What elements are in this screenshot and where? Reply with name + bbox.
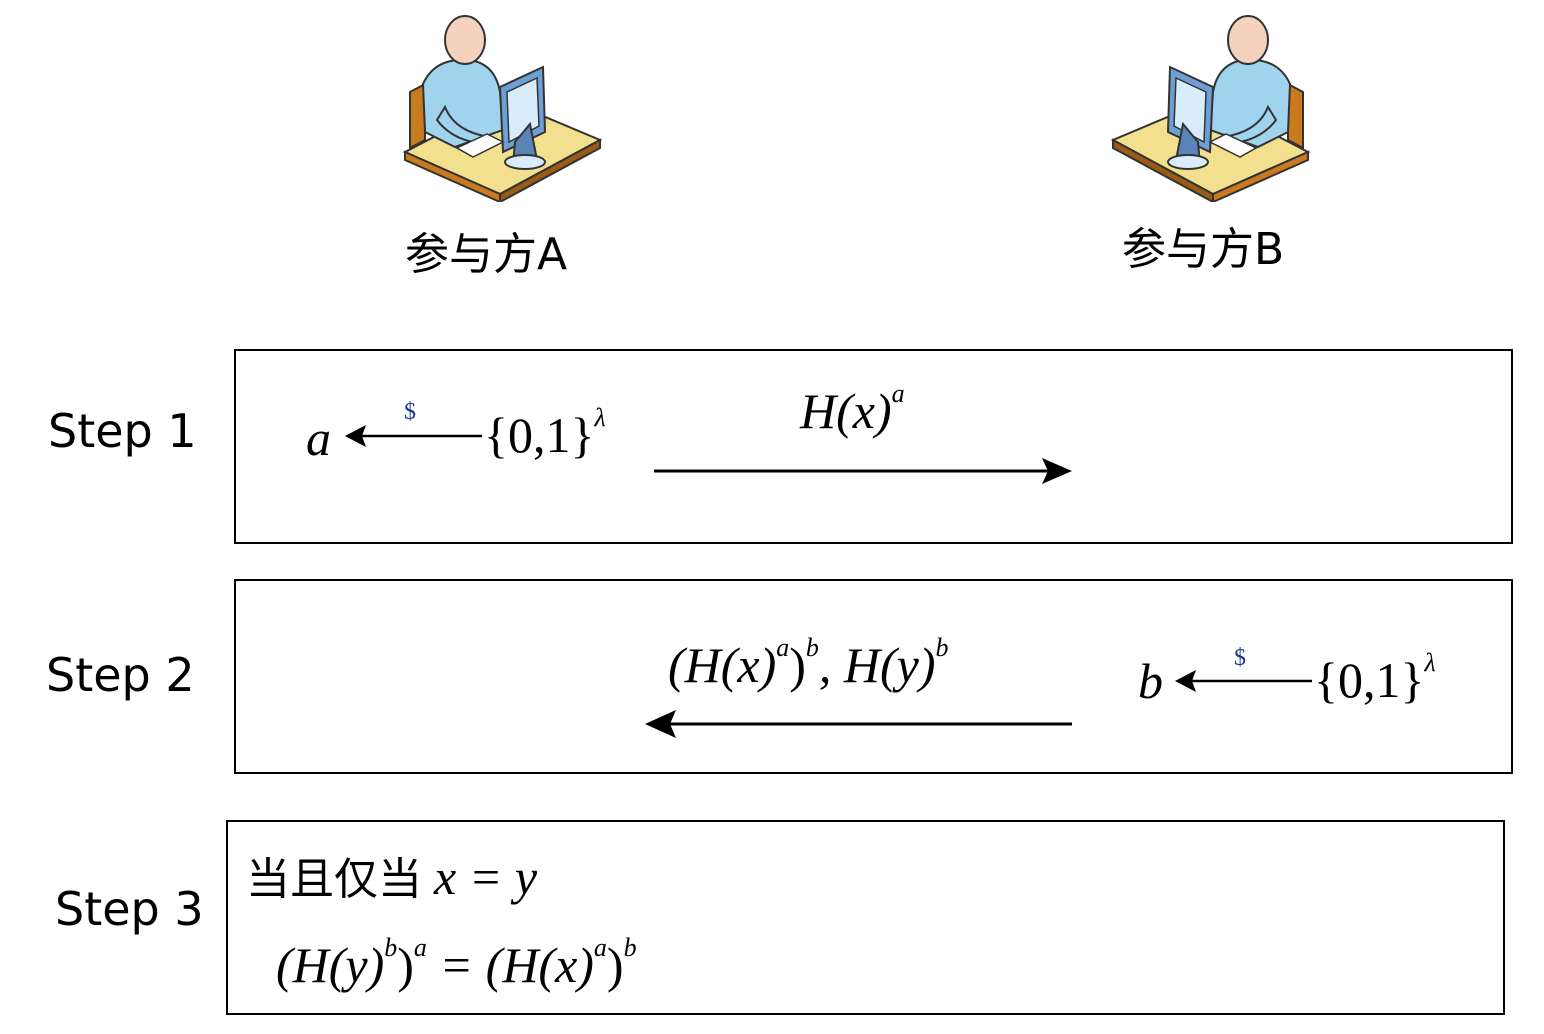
step-2-label: Step 2: [46, 648, 195, 702]
step2-var-b: b: [1138, 653, 1163, 709]
step1-message: H(x)a: [800, 379, 905, 439]
participant-a-icon: [402, 15, 603, 202]
step-1-box: [234, 349, 1513, 544]
participant-b-label: 参与方B: [1122, 224, 1285, 275]
step1-message-arrow: [654, 458, 1072, 484]
step1-sample-arrow: [345, 425, 482, 447]
step1-set: {0,1}λ: [484, 403, 606, 463]
step2-sample-arrow: [1175, 670, 1312, 692]
step-3-label: Step 3: [55, 882, 204, 936]
step2-rand-symbol: $: [1234, 645, 1246, 671]
step1-rand-symbol: $: [404, 399, 416, 425]
participant-a-label: 参与方A: [405, 229, 568, 280]
step-3-box: [226, 820, 1505, 1015]
step2-message-arrow: [645, 710, 1072, 738]
participant-b-icon: [1110, 15, 1311, 202]
step2-message: (H(x)a)b, H(y)b: [668, 633, 949, 693]
step-1-label: Step 1: [48, 404, 197, 458]
step3-equation: (H(y)b)a = (H(x)a)b: [276, 933, 637, 993]
step1-var-a: a: [306, 410, 331, 466]
step-2-box: [234, 579, 1513, 774]
step2-set: {0,1}λ: [1314, 648, 1436, 708]
